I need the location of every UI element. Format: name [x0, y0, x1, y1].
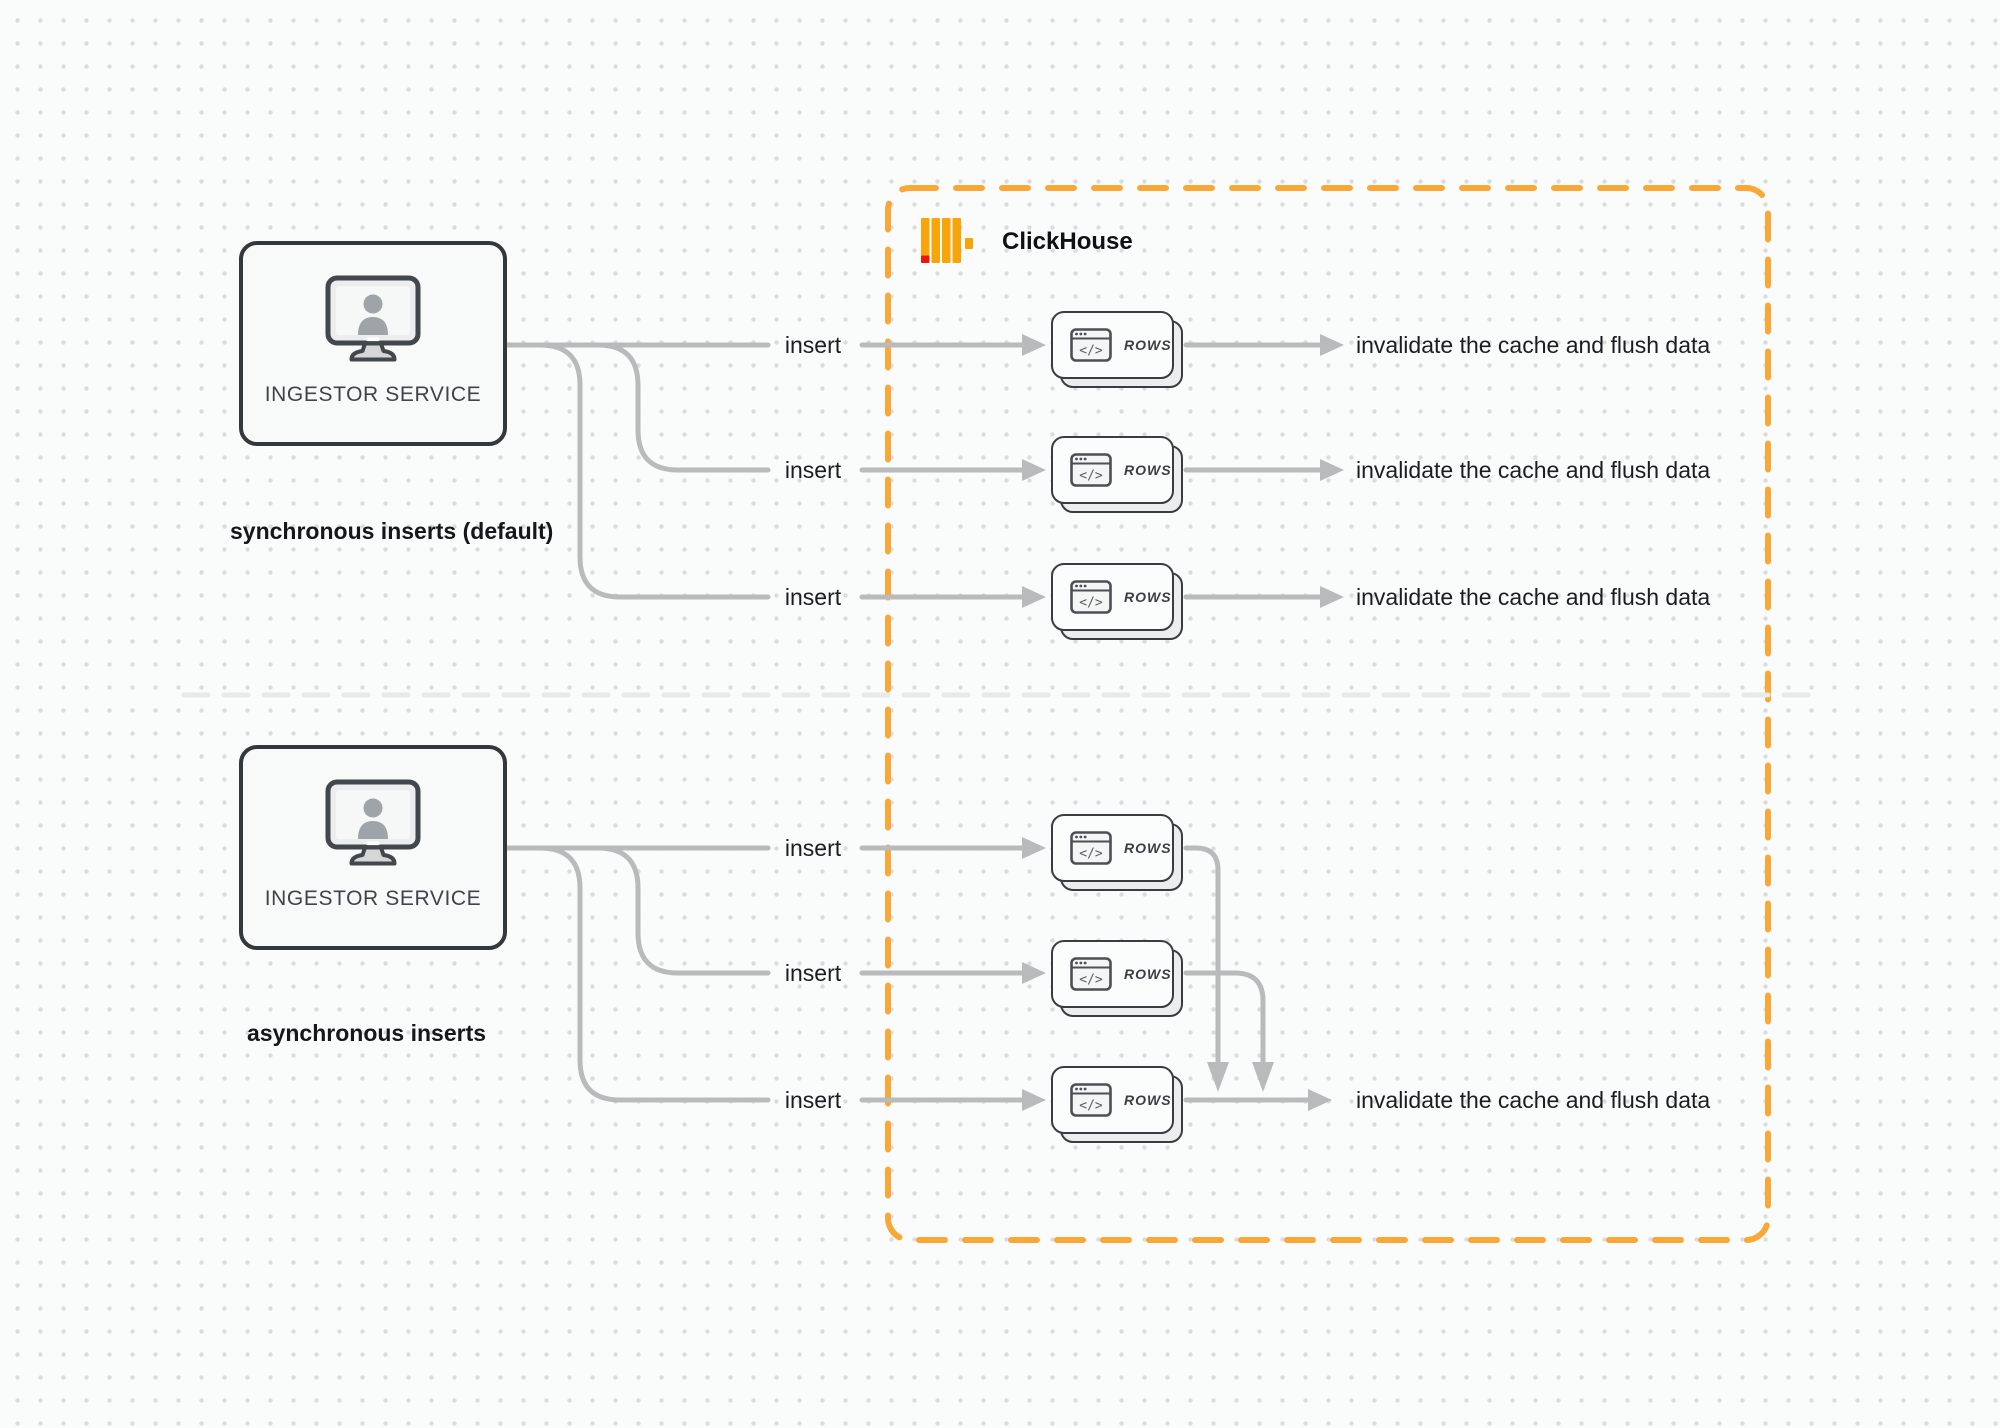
- invalidate-label: invalidate the cache and flush data: [1356, 332, 1711, 358]
- code-window-icon: </>: [1070, 328, 1112, 362]
- ingestor-service-box-async: INGESTOR SERVICE: [239, 745, 507, 950]
- ingestor-service-label: INGESTOR SERVICE: [264, 383, 482, 406]
- arrowhead-right-icon: [1320, 459, 1344, 481]
- rows-card-label: ROWS: [1124, 840, 1172, 856]
- arrowhead-right-icon: [1320, 334, 1344, 356]
- sync-section-title: synchronous inserts (default): [230, 518, 554, 544]
- insert-label: insert: [784, 584, 842, 610]
- code-window-icon: </>: [1070, 957, 1112, 991]
- arrowhead-right-icon: [1022, 837, 1046, 859]
- invalidate-label: invalidate the cache and flush data: [1356, 1087, 1711, 1113]
- card-stack-front: </> ROWS: [1051, 1066, 1174, 1134]
- arrowhead-right-icon: [1308, 1089, 1332, 1111]
- card-stack-front: </> ROWS: [1051, 436, 1174, 504]
- monitor-user-icon: [325, 275, 421, 362]
- rows-card: </> ROWS: [1051, 563, 1184, 641]
- connector-line: [595, 342, 771, 473]
- arrowhead-right-icon: [1320, 586, 1344, 608]
- rows-card-label: ROWS: [1124, 462, 1172, 478]
- code-glyph: </>: [1079, 973, 1103, 988]
- code-glyph: </>: [1079, 847, 1103, 862]
- code-window-icon: </>: [1070, 831, 1112, 865]
- rows-card: </> ROWS: [1051, 436, 1184, 514]
- card-stack-front: </> ROWS: [1051, 940, 1174, 1008]
- connector-line: [595, 845, 771, 976]
- arrowhead-right-icon: [1022, 962, 1046, 984]
- code-glyph: </>: [1079, 469, 1103, 484]
- arrowhead-right-icon: [1022, 586, 1046, 608]
- clickhouse-logo-icon: [921, 218, 973, 263]
- arrowhead-down-icon: [1207, 1062, 1229, 1092]
- arrowhead-right-icon: [1022, 1089, 1046, 1111]
- rows-card-label: ROWS: [1124, 589, 1172, 605]
- insert-label: insert: [784, 960, 842, 986]
- invalidate-label: invalidate the cache and flush data: [1356, 457, 1711, 483]
- rows-card: </> ROWS: [1051, 311, 1184, 389]
- clickhouse-boundary-box: [885, 185, 1771, 1243]
- connector-line: [1183, 845, 1221, 1065]
- code-glyph: </>: [1079, 596, 1103, 611]
- insert-label: insert: [784, 457, 842, 483]
- connector-line: [1183, 970, 1266, 1065]
- code-window-icon: </>: [1070, 580, 1112, 614]
- card-stack-front: </> ROWS: [1051, 814, 1174, 882]
- rows-card: </> ROWS: [1051, 1066, 1184, 1144]
- insert-label: insert: [784, 1087, 842, 1113]
- rows-card: </> ROWS: [1051, 814, 1184, 892]
- insert-label: insert: [784, 835, 842, 861]
- arrowhead-down-icon: [1252, 1062, 1274, 1092]
- card-stack-front: </> ROWS: [1051, 563, 1174, 631]
- connector-line: [537, 845, 771, 1103]
- card-stack-front: </> ROWS: [1051, 311, 1174, 379]
- insert-label: insert: [784, 332, 842, 358]
- code-glyph: </>: [1079, 344, 1103, 359]
- ingestor-service-label: INGESTOR SERVICE: [264, 887, 482, 910]
- code-glyph: </>: [1079, 1099, 1103, 1114]
- arrowhead-right-icon: [1022, 459, 1046, 481]
- connector-line: [537, 342, 771, 600]
- clickhouse-wordmark: ClickHouse: [1002, 228, 1133, 255]
- rows-card-label: ROWS: [1124, 337, 1172, 353]
- invalidate-label: invalidate the cache and flush data: [1356, 584, 1711, 610]
- code-window-icon: </>: [1070, 1083, 1112, 1117]
- arrowhead-right-icon: [1022, 334, 1046, 356]
- monitor-user-icon: [325, 779, 421, 866]
- ingestor-service-box-sync: INGESTOR SERVICE: [239, 241, 507, 446]
- rows-card-label: ROWS: [1124, 1092, 1172, 1108]
- rows-card: </> ROWS: [1051, 940, 1184, 1018]
- code-window-icon: </>: [1070, 453, 1112, 487]
- async-section-title: asynchronous inserts: [247, 1020, 487, 1046]
- rows-card-label: ROWS: [1124, 966, 1172, 982]
